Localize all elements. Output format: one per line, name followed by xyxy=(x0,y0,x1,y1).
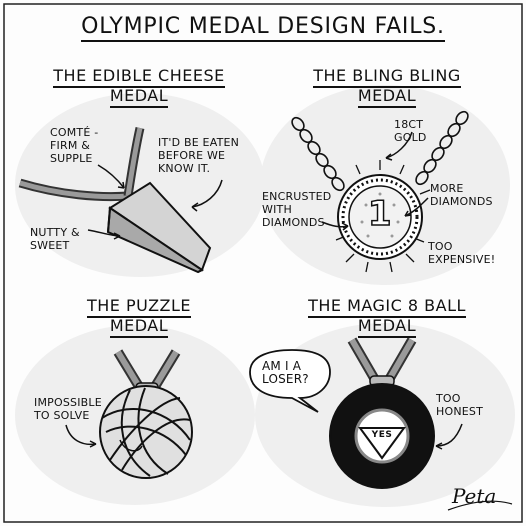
note-eaten-line: KNOW IT. xyxy=(158,162,211,175)
magic8-panel-title: THE MAGIC 8 BALL MEDAL xyxy=(262,296,512,338)
cheese-panel-bg xyxy=(15,93,265,277)
note-encrusted: ENCRUSTED WITH DIAMONDS xyxy=(262,190,331,229)
note-encrusted-line: ENCRUSTED xyxy=(262,190,332,203)
puzzle-medal-drawing xyxy=(65,349,193,479)
puzzle-sphere xyxy=(99,385,193,479)
bling-medal-number: 1 xyxy=(367,193,393,235)
bling-panel-title: THE BLING BLING MEDAL xyxy=(262,66,512,108)
signature: Peta xyxy=(452,484,497,508)
note-comte-line: COMTÉ - xyxy=(50,126,99,139)
speech-line: LOSER? xyxy=(262,372,309,386)
magic8-answer-triangle xyxy=(358,427,406,460)
note-comte-line: FIRM & xyxy=(50,139,90,152)
arrow-comte xyxy=(97,164,125,189)
note-more-line: DIAMONDS xyxy=(430,195,493,208)
note-comte: COMTÉ - FIRM & SUPPLE xyxy=(50,126,98,165)
note-gold: 18CT GOLD xyxy=(394,118,427,144)
note-encrusted-line: WITH xyxy=(262,203,292,216)
arrow-impossible xyxy=(65,424,97,446)
puzzle-ribbon-left xyxy=(115,350,141,387)
signature-swash xyxy=(447,500,513,511)
note-eaten-line: BEFORE WE xyxy=(158,149,226,162)
cheese-medal-drawing xyxy=(18,127,223,274)
note-honest-line: HONEST xyxy=(436,405,484,418)
note-comte-line: SUPPLE xyxy=(50,152,93,165)
puzzle-title-line1: THE PUZZLE xyxy=(86,296,192,318)
page-title: OLYMPIC MEDAL DESIGN FAILS. xyxy=(0,14,526,42)
speech-bubble-text: AM I A LOSER? xyxy=(262,360,309,386)
bling-diamond-ring xyxy=(341,178,419,256)
note-eaten: IT'D BE EATEN BEFORE WE KNOW IT. xyxy=(158,136,239,175)
note-nutty-line: NUTTY & xyxy=(30,226,80,239)
bling-chain-left xyxy=(291,116,345,192)
note-impossible-line: IMPOSSIBLE xyxy=(34,396,102,409)
note-more-line: MORE xyxy=(430,182,464,195)
arrow-gold xyxy=(385,131,413,159)
magic8-medal-drawing xyxy=(249,337,463,489)
note-honest: TOO HONEST xyxy=(436,392,483,418)
bling-chain-right xyxy=(415,110,469,186)
arrow-nutty xyxy=(87,229,121,237)
bling-medal-drawing xyxy=(291,110,469,273)
bling-sparkles xyxy=(335,160,431,273)
arrow-encrusted xyxy=(321,221,349,228)
page-border xyxy=(3,3,523,523)
note-expensive: TOO EXPENSIVE! xyxy=(428,240,495,266)
magic8-answer: YES xyxy=(371,430,393,440)
note-nutty-line: SWEET xyxy=(30,239,70,252)
arrow-eaten xyxy=(191,179,223,208)
puzzle-bands xyxy=(101,387,191,477)
bling-title-line2: MEDAL xyxy=(357,86,417,108)
magic8-title-line1: THE MAGIC 8 BALL xyxy=(308,296,466,318)
bling-diamond-dots xyxy=(360,192,400,238)
arrow-honest xyxy=(435,423,463,447)
note-impossible: IMPOSSIBLE TO SOLVE xyxy=(34,396,102,422)
magic8-ribbon-left xyxy=(349,338,377,380)
note-nutty: NUTTY & SWEET xyxy=(30,226,80,252)
note-expensive-line: TOO xyxy=(428,240,453,253)
puzzle-panel-title: THE PUZZLE MEDAL xyxy=(14,296,264,338)
bling-title-line1: THE BLING BLING xyxy=(313,66,461,88)
speech-line: AM I A xyxy=(262,359,302,373)
puzzle-title-line2: MEDAL xyxy=(109,316,169,338)
puzzle-ribbon-right xyxy=(153,350,179,387)
speech-bubble xyxy=(249,349,331,413)
cheese-title-line1: THE EDIBLE CHEESE xyxy=(53,66,225,88)
note-encrusted-line: DIAMONDS xyxy=(262,216,325,229)
cheese-title-line2: MEDAL xyxy=(109,86,169,108)
note-impossible-line: TO SOLVE xyxy=(34,409,90,422)
note-gold-line: GOLD xyxy=(394,131,427,144)
cheese-panel-title: THE EDIBLE CHEESE MEDAL xyxy=(14,66,264,108)
magic8-ribbon-right xyxy=(387,338,415,380)
magic8-title-line2: MEDAL xyxy=(357,316,417,338)
page-title-text: OLYMPIC MEDAL DESIGN FAILS. xyxy=(81,14,445,42)
note-expensive-line: EXPENSIVE! xyxy=(428,253,496,266)
note-more-diamonds: MORE DIAMONDS xyxy=(430,182,493,208)
note-honest-line: TOO xyxy=(436,392,461,405)
note-eaten-line: IT'D BE EATEN xyxy=(158,136,240,149)
note-gold-line: 18CT xyxy=(394,118,424,131)
